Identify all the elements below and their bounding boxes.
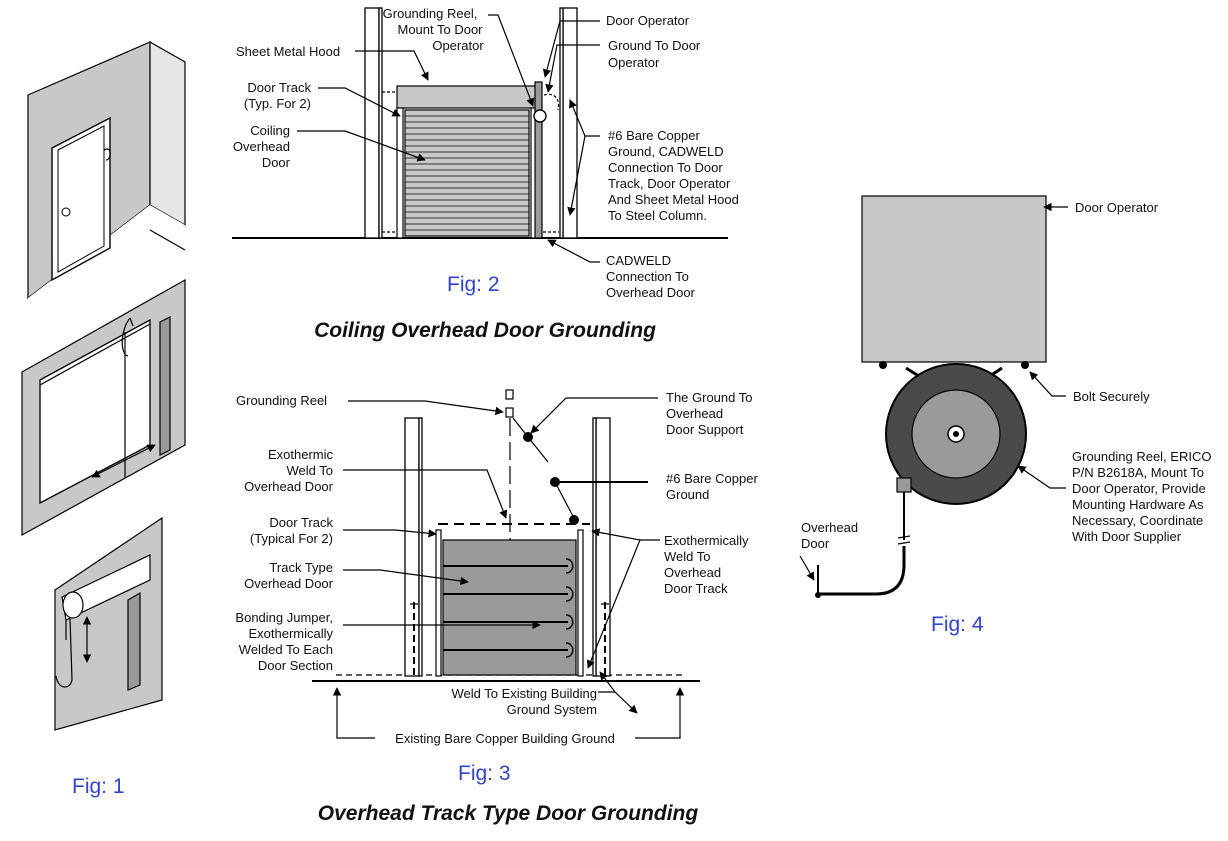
fig3-label-exotrack-4: Door Track — [664, 581, 728, 596]
fig3-label-tracktype-2: Overhead Door — [244, 576, 334, 591]
fig4-label-reel-6: With Door Supplier — [1072, 529, 1182, 544]
fig3-label-exotrack-2: Weld To — [664, 549, 711, 564]
fig1-coiling-door — [54, 516, 163, 731]
fig3-label-weld-existing-2: Ground System — [507, 702, 597, 717]
fig2-label-reel-2: Mount To Door — [397, 22, 483, 37]
fig3-label-tracktype-1: Track Type — [269, 560, 333, 575]
fig2-label-copper-3: Connection To Door — [608, 160, 723, 175]
fig3-label-bonding-1: Bonding Jumper, — [235, 610, 333, 625]
fig4-label-reel-5: Necessary, Coordinate — [1072, 513, 1203, 528]
fig4-label-overhead-2: Door — [801, 536, 830, 551]
fig2-label-coiling-2: Overhead — [233, 139, 290, 154]
fig3-label-reel: Grounding Reel — [236, 393, 327, 408]
fig1-caption: Fig: 1 — [72, 775, 125, 798]
fig4-label-reel-3: Door Operator, Provide — [1072, 481, 1206, 496]
bonding-jumper — [565, 586, 574, 602]
fig2-grounding-reel — [533, 109, 547, 123]
fig2-label-coiling-1: Coiling — [250, 123, 290, 138]
fig3-label-exo-3: Overhead Door — [244, 479, 334, 494]
fig2-label-ground-op-1: Ground To Door — [608, 38, 701, 53]
fig3-caption: Fig: 3 — [458, 762, 511, 785]
fig2-label-copper-1: #6 Bare Copper — [608, 128, 700, 143]
fig2-title: Coiling Overhead Door Grounding — [314, 319, 656, 342]
fig3-label-exotrack-1: Exothermically — [664, 533, 749, 548]
fig2-label-track-1: Door Track — [247, 80, 311, 95]
fig4-grounding-reel-detail: Door Operator Bolt Securely Grounding Re… — [799, 195, 1211, 636]
fig2-sheet-metal-hood — [396, 85, 538, 109]
fig2-label-coiling-3: Door — [262, 155, 291, 170]
fig3-label-exo-2: Weld To — [287, 463, 334, 478]
fig2-label-track-2: (Typ. For 2) — [244, 96, 311, 111]
fig3-label-copper-2: Ground — [666, 487, 709, 502]
fig2-label-copper-2: Ground, CADWELD — [608, 144, 724, 159]
fig3-title: Overhead Track Type Door Grounding — [318, 802, 699, 825]
fig2-door-operator — [534, 81, 543, 239]
fig3-label-support-2: Overhead — [666, 406, 723, 421]
fig2-label-ground-op-2: Operator — [608, 55, 660, 70]
fig2-label-door-operator: Door Operator — [606, 13, 690, 28]
fig2-label-sheet-metal-hood: Sheet Metal Hood — [236, 44, 340, 59]
fig2-label-reel-3: Operator — [432, 38, 484, 53]
fig2-coiling-door — [404, 109, 530, 237]
fig2-label-copper-4: Track, Door Operator — [608, 176, 731, 191]
fig3-label-bonding-3: Welded To Each — [239, 642, 333, 657]
fig3-grounding-reel — [505, 389, 514, 400]
fig3-label-exotrack-3: Overhead — [664, 565, 721, 580]
fig3-label-support-3: Door Support — [666, 422, 744, 437]
fig3-label-track-2: (Typical For 2) — [250, 531, 333, 546]
fig2-caption: Fig: 2 — [447, 273, 500, 296]
fig3-label-bonding-2: Exothermically — [248, 626, 333, 641]
fig4-caption: Fig: 4 — [931, 613, 984, 636]
fig1-illustrations: Fig: 1 — [21, 40, 186, 798]
fig4-label-bolt: Bolt Securely — [1073, 389, 1150, 404]
fig4-label-reel-4: Mounting Hardware As — [1072, 497, 1204, 512]
fig4-label-overhead-1: Overhead — [801, 520, 858, 535]
fig4-label-reel-1: Grounding Reel, ERICO — [1072, 449, 1211, 464]
fig1-man-door — [27, 40, 186, 320]
bonding-jumper — [565, 614, 574, 630]
fig2-label-copper-5: And Sheet Metal Hood — [608, 192, 739, 207]
fig2-coiling-door-grounding: Sheet Metal Hood Grounding Reel, Mount T… — [232, 6, 739, 342]
fig2-label-copper-6: To Steel Column. — [608, 208, 707, 223]
fig3-label-existing-ground: Existing Bare Copper Building Ground — [395, 731, 615, 746]
fig3-track-door-grounding: Grounding Reel The Ground To Overhead Do… — [235, 389, 758, 825]
fig4-label-reel-2: P/N B2618A, Mount To — [1072, 465, 1204, 480]
fig3-label-track-1: Door Track — [269, 515, 333, 530]
fig4-door-operator — [861, 195, 1047, 363]
fig2-label-reel-1: Grounding Reel, — [383, 6, 478, 21]
fig4-label-door-operator: Door Operator — [1075, 200, 1159, 215]
fig2-label-cadweld-2: Connection To — [606, 269, 689, 284]
fig3-track-door — [442, 539, 577, 676]
bonding-jumper — [565, 558, 574, 574]
fig3-label-bonding-4: Door Section — [258, 658, 333, 673]
fig2-label-cadweld-1: CADWELD — [606, 253, 671, 268]
fig3-label-support-1: The Ground To — [666, 390, 752, 405]
bonding-jumper — [565, 642, 574, 658]
fig3-label-copper-1: #6 Bare Copper — [666, 471, 758, 486]
fig3-label-exo-1: Exothermic — [268, 447, 334, 462]
fig2-label-cadweld-3: Overhead Door — [606, 285, 696, 300]
fig3-label-weld-existing-1: Weld To Existing Building — [452, 686, 598, 701]
fig1-sliding-door — [21, 278, 186, 537]
